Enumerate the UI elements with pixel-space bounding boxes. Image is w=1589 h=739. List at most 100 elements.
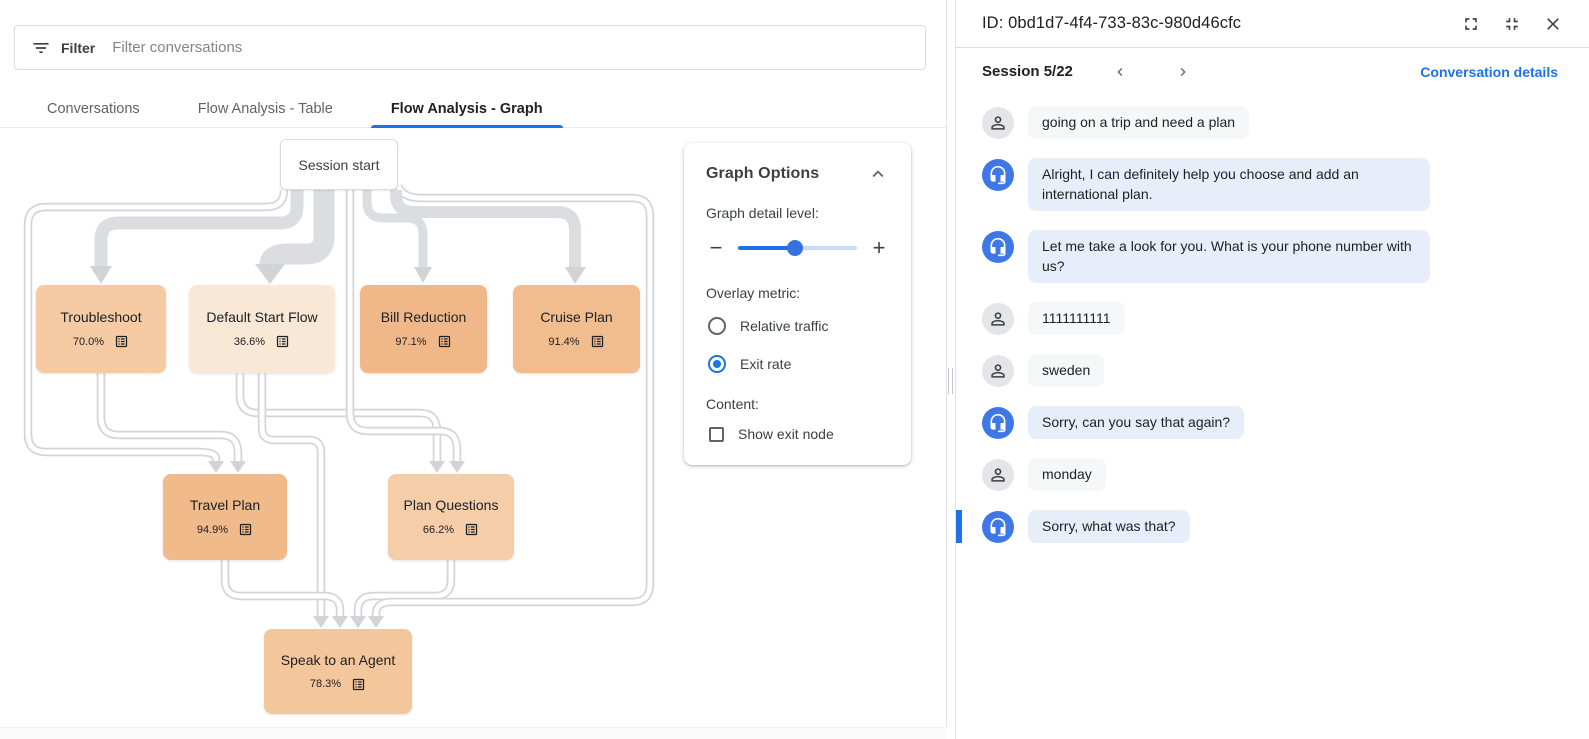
detail-level-slider: − + xyxy=(706,237,889,259)
message-bubble[interactable]: Let me take a look for you. What is your… xyxy=(1028,230,1430,283)
checkbox-label: Show exit node xyxy=(738,426,834,442)
conversation-id-title: ID: 0bd1d7-4f4-733-83c-980d46cfc xyxy=(982,14,1242,32)
previous-session-button[interactable] xyxy=(1112,64,1128,80)
flow-node-label: Cruise Plan xyxy=(540,309,613,325)
graph-options-panel: Graph Options Graph detail level: − + Ov… xyxy=(684,143,911,465)
flow-node-troubleshoot[interactable]: Troubleshoot 70.0% xyxy=(36,285,166,373)
avatar xyxy=(982,511,1014,543)
tab-flow-analysis-table[interactable]: Flow Analysis - Table xyxy=(178,90,353,127)
flow-node-speak-to-an-agent[interactable]: Speak to an Agent 78.3% xyxy=(264,629,412,714)
message-bubble[interactable]: Sorry, can you say that again? xyxy=(1028,406,1245,439)
flow-node-exit-rate: 36.6% xyxy=(233,335,266,348)
conversation-detail-panel: ID: 0bd1d7-4f4-733-83c-980d46cfc Session… xyxy=(955,0,1589,739)
flow-node-exit-rate: 94.9% xyxy=(196,523,229,536)
tabs-bar: Conversations Flow Analysis - Table Flow… xyxy=(0,90,947,128)
slider-increase-button[interactable]: + xyxy=(872,235,886,260)
horizontal-scrollbar[interactable] xyxy=(0,727,947,739)
person-icon xyxy=(991,468,1005,482)
message-row: monday xyxy=(956,458,1589,491)
tab-label: Conversations xyxy=(47,100,140,117)
tab-conversations[interactable]: Conversations xyxy=(27,90,160,127)
slider-thumb[interactable] xyxy=(787,240,804,256)
message-row: going on a trip and need a plan xyxy=(956,106,1589,139)
flow-node-label: Default Start Flow xyxy=(206,309,318,325)
list-alt-icon xyxy=(115,335,128,348)
flow-node-travel-plan[interactable]: Travel Plan 94.9% xyxy=(163,474,287,560)
flow-node-default-start-flow[interactable]: Default Start Flow 36.6% xyxy=(189,285,335,373)
flow-node-label: Plan Questions xyxy=(403,497,499,513)
radio-exit-rate[interactable]: Exit rate xyxy=(708,355,889,373)
detail-header: ID: 0bd1d7-4f4-733-83c-980d46cfc xyxy=(956,0,1589,48)
filter-label: Filter xyxy=(61,39,96,56)
panel-resize-handle[interactable] xyxy=(948,368,953,394)
graph-options-title: Graph Options xyxy=(706,165,820,182)
flow-node-bill-reduction[interactable]: Bill Reduction 97.1% xyxy=(360,285,487,373)
radio-relative-traffic[interactable]: Relative traffic xyxy=(708,317,889,335)
message-row: Sorry, what was that? xyxy=(956,510,1589,543)
list-alt-icon xyxy=(239,523,252,536)
avatar xyxy=(982,355,1014,387)
message-row: 1111111111 xyxy=(956,302,1589,335)
person-icon xyxy=(991,312,1005,326)
close-icon[interactable] xyxy=(1543,14,1563,34)
tab-label: Flow Analysis - Table xyxy=(197,100,333,117)
filter-list-icon xyxy=(33,42,49,53)
chevron-up-icon[interactable] xyxy=(867,163,889,185)
avatar xyxy=(982,303,1014,335)
list-alt-icon xyxy=(276,335,289,348)
radio-label: Relative traffic xyxy=(740,318,829,334)
detail-level-label: Graph detail level: xyxy=(706,205,819,221)
message-bubble[interactable]: Sorry, what was that? xyxy=(1028,510,1190,543)
filter-placeholder: Filter conversations xyxy=(112,39,243,56)
avatar xyxy=(982,107,1014,139)
edge-pipes xyxy=(28,186,650,617)
checkbox-box[interactable] xyxy=(709,426,724,442)
person-icon xyxy=(991,116,1005,130)
avatar xyxy=(982,231,1014,263)
headset-icon xyxy=(990,237,1006,257)
message-bubble[interactable]: going on a trip and need a plan xyxy=(1028,106,1250,139)
flow-node-exit-rate: 97.1% xyxy=(395,335,427,348)
message-row: Alright, I can definitely help you choos… xyxy=(956,158,1589,211)
edge-arrowheads xyxy=(90,264,586,628)
message-bubble[interactable]: monday xyxy=(1028,458,1106,491)
edge-flows xyxy=(94,188,581,269)
flow-node-plan-questions[interactable]: Plan Questions 66.2% xyxy=(388,474,514,560)
headset-icon xyxy=(990,517,1006,537)
slider-track[interactable] xyxy=(738,240,857,256)
message-list: going on a trip and need a plan Alright,… xyxy=(956,95,1589,543)
session-counter: Session 5/22 xyxy=(982,63,1073,80)
message-row: Let me take a look for you. What is your… xyxy=(956,230,1589,283)
flow-edges xyxy=(0,128,947,628)
flow-node-label: Troubleshoot xyxy=(60,309,142,325)
overlay-metric-label: Overlay metric: xyxy=(706,285,801,301)
filter-input[interactable]: Filter Filter conversations xyxy=(14,25,926,70)
flow-node-cruise-plan[interactable]: Cruise Plan 91.4% xyxy=(513,285,640,373)
flow-node-label: Bill Reduction xyxy=(380,309,467,325)
headset-icon xyxy=(990,165,1006,185)
list-alt-icon xyxy=(465,523,478,536)
tab-label: Flow Analysis - Graph xyxy=(390,100,543,117)
message-row: Sorry, can you say that again? xyxy=(956,406,1589,439)
flow-node-exit-rate: 66.2% xyxy=(422,523,455,536)
flow-node-exit-rate: 78.3% xyxy=(309,678,342,690)
radio-button[interactable] xyxy=(708,317,726,335)
message-bubble[interactable]: Alright, I can definitely help you choos… xyxy=(1028,158,1430,211)
message-bubble[interactable]: 1111111111 xyxy=(1028,302,1125,335)
slider-decrease-button[interactable]: − xyxy=(709,235,723,260)
fullscreen-exit-icon[interactable] xyxy=(1502,14,1522,34)
avatar xyxy=(982,459,1014,491)
fullscreen-icon[interactable] xyxy=(1461,14,1481,34)
next-session-button[interactable] xyxy=(1175,64,1191,80)
show-exit-node-checkbox[interactable]: Show exit node xyxy=(709,426,889,442)
conversation-details-link[interactable]: Conversation details xyxy=(1420,63,1558,80)
flow-node-label: Travel Plan xyxy=(189,497,261,513)
flow-graph-canvas[interactable]: Session start Troubleshoot 70.0% Default… xyxy=(0,128,947,728)
tab-flow-analysis-graph[interactable]: Flow Analysis - Graph xyxy=(370,90,563,128)
list-alt-icon xyxy=(352,678,365,690)
flow-node-session-start[interactable]: Session start xyxy=(280,139,398,190)
message-bubble[interactable]: sweden xyxy=(1028,354,1105,387)
flow-node-exit-rate: 91.4% xyxy=(548,335,580,348)
radio-button[interactable] xyxy=(708,355,726,373)
avatar xyxy=(982,407,1014,439)
